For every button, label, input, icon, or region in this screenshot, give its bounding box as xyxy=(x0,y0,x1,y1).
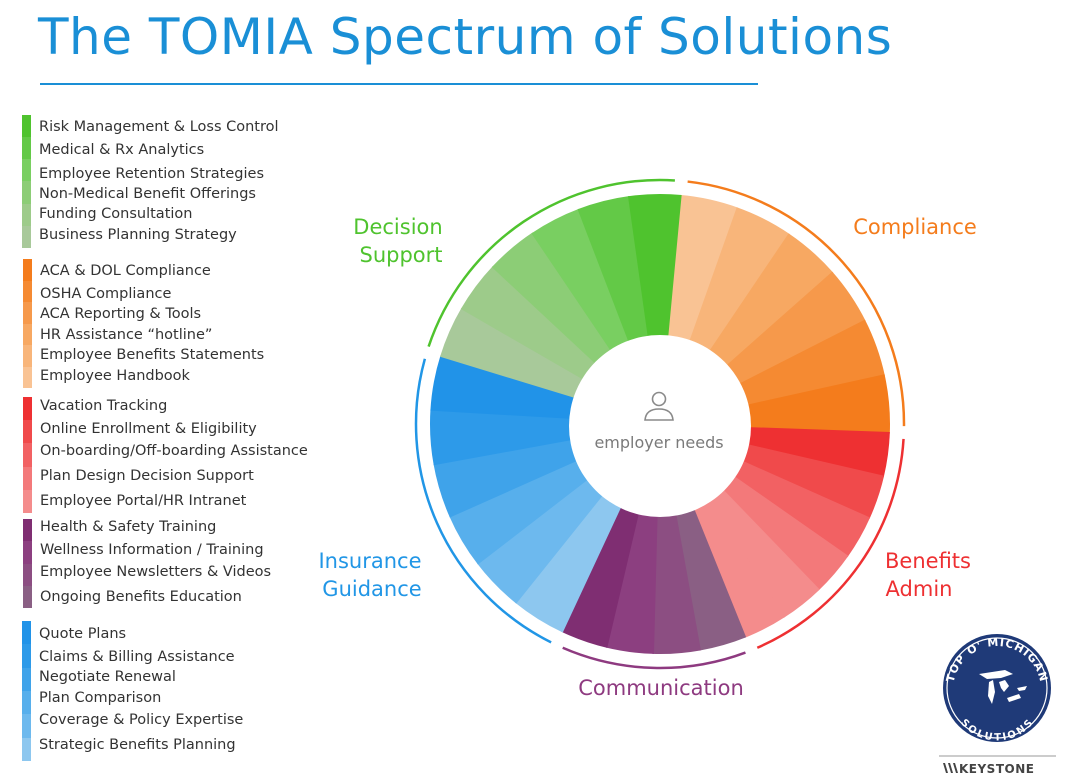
solution-item: Medical & Rx Analytics xyxy=(39,142,205,158)
wheel-segment xyxy=(491,232,612,364)
group-color-bar xyxy=(23,397,32,513)
group-color-bar xyxy=(22,115,31,248)
solution-item: Ongoing Benefits Education xyxy=(40,589,242,605)
category-arc xyxy=(756,438,905,649)
great-lakes-icon xyxy=(979,670,1027,704)
solution-item: Funding Consultation xyxy=(39,206,193,222)
category-arcs xyxy=(414,178,906,670)
insurance-guidance-label-line1: Insurance xyxy=(318,549,421,573)
wheel-segment xyxy=(740,443,885,520)
solution-item: ACA Reporting & Tools xyxy=(40,306,202,322)
keystone-mark-icon xyxy=(943,763,958,773)
compliance-label: Compliance xyxy=(853,215,977,239)
wheel-segment xyxy=(675,505,747,651)
solution-item: Vacation Tracking xyxy=(40,398,168,414)
wheel-segment xyxy=(692,497,786,638)
wheel-segment xyxy=(460,265,597,380)
decision-support-label-line1: Decision xyxy=(353,215,442,239)
center-label: employer needs xyxy=(594,433,723,452)
solution-item: Non-Medical Benefit Offerings xyxy=(39,186,256,202)
solution-item: Online Enrollment & Eligibility xyxy=(40,421,257,437)
wheel-segment xyxy=(627,193,682,337)
solution-item: Claims & Billing Assistance xyxy=(39,649,235,665)
wheel-segment xyxy=(709,233,834,367)
wheel-segment xyxy=(667,194,739,342)
solution-item: Quote Plans xyxy=(39,626,127,642)
wheel-segment xyxy=(577,196,649,342)
wheel-segment xyxy=(531,208,630,352)
solution-item: Plan Comparison xyxy=(39,690,162,706)
wheel-segment xyxy=(605,509,658,654)
wheel-segment xyxy=(476,477,606,604)
solution-item: Wellness Information / Training xyxy=(40,542,264,558)
solution-item: Coverage & Policy Expertise xyxy=(39,712,244,728)
solution-item: Health & Safety Training xyxy=(40,519,217,535)
solution-item: ACA & DOL Compliance xyxy=(40,263,211,279)
wheel-segment xyxy=(689,207,790,352)
solution-item: HR Assistance “hotline” xyxy=(40,327,213,343)
benefits-admin-label-line1: Benefits xyxy=(885,549,971,573)
page-title: The TOMIA Spectrum of Solutions xyxy=(38,8,893,66)
wheel-segment xyxy=(430,355,577,419)
wheel-segments xyxy=(430,193,890,654)
company-logo: TOP O' MICHIGAN SOLUTIONS KEYSTONE xyxy=(939,632,1056,776)
category-arc xyxy=(562,646,746,670)
wheel-segment xyxy=(652,510,701,654)
decision-support-label-line2: Support xyxy=(359,243,442,267)
wheel-segment xyxy=(515,492,623,633)
wheel-segment xyxy=(449,459,591,565)
solution-item: On-boarding/Off-boarding Assistance xyxy=(40,443,308,459)
group-color-bar xyxy=(23,519,32,608)
category-arc xyxy=(414,358,552,644)
wheel-segment xyxy=(707,487,820,618)
solution-item: Business Planning Strategy xyxy=(39,227,237,243)
benefits-admin-label-line2: Admin xyxy=(886,577,953,601)
wheel-segment xyxy=(731,459,871,558)
brand-name: KEYSTONE xyxy=(959,762,1034,776)
solution-item: Risk Management & Loss Control xyxy=(39,119,279,135)
title-underline xyxy=(40,83,758,85)
solution-item: Employee Newsletters & Videos xyxy=(40,564,272,580)
solution-item: OSHA Compliance xyxy=(40,286,172,302)
category-arc xyxy=(427,178,675,347)
insurance-guidance-label-line2: Guidance xyxy=(322,577,421,601)
solution-item: Negotiate Renewal xyxy=(39,669,176,685)
category-arc xyxy=(687,180,906,427)
person-icon xyxy=(644,391,674,421)
wheel-segment xyxy=(720,474,849,591)
wheel-segment xyxy=(745,374,890,434)
wheel-segment xyxy=(738,319,885,406)
group-color-bar xyxy=(22,621,31,761)
wheel-segment xyxy=(433,439,580,518)
wheel-segment xyxy=(725,271,866,385)
solution-item: Employee Handbook xyxy=(40,368,190,384)
solution-item: Employee Retention Strategies xyxy=(39,166,264,182)
wheel-segment xyxy=(430,409,574,466)
wheel-segment xyxy=(561,503,640,648)
group-color-bar xyxy=(23,259,32,388)
communication-label: Communication xyxy=(578,676,744,700)
solution-item: Plan Design Decision Support xyxy=(40,468,254,484)
solution-item: Employee Benefits Statements xyxy=(40,347,265,363)
center-hub xyxy=(569,335,751,517)
wheel-segment xyxy=(440,307,585,399)
solution-item: Employee Portal/HR Intranet xyxy=(40,493,247,509)
solution-item: Strategic Benefits Planning xyxy=(39,737,236,753)
wheel-segment xyxy=(745,427,890,478)
